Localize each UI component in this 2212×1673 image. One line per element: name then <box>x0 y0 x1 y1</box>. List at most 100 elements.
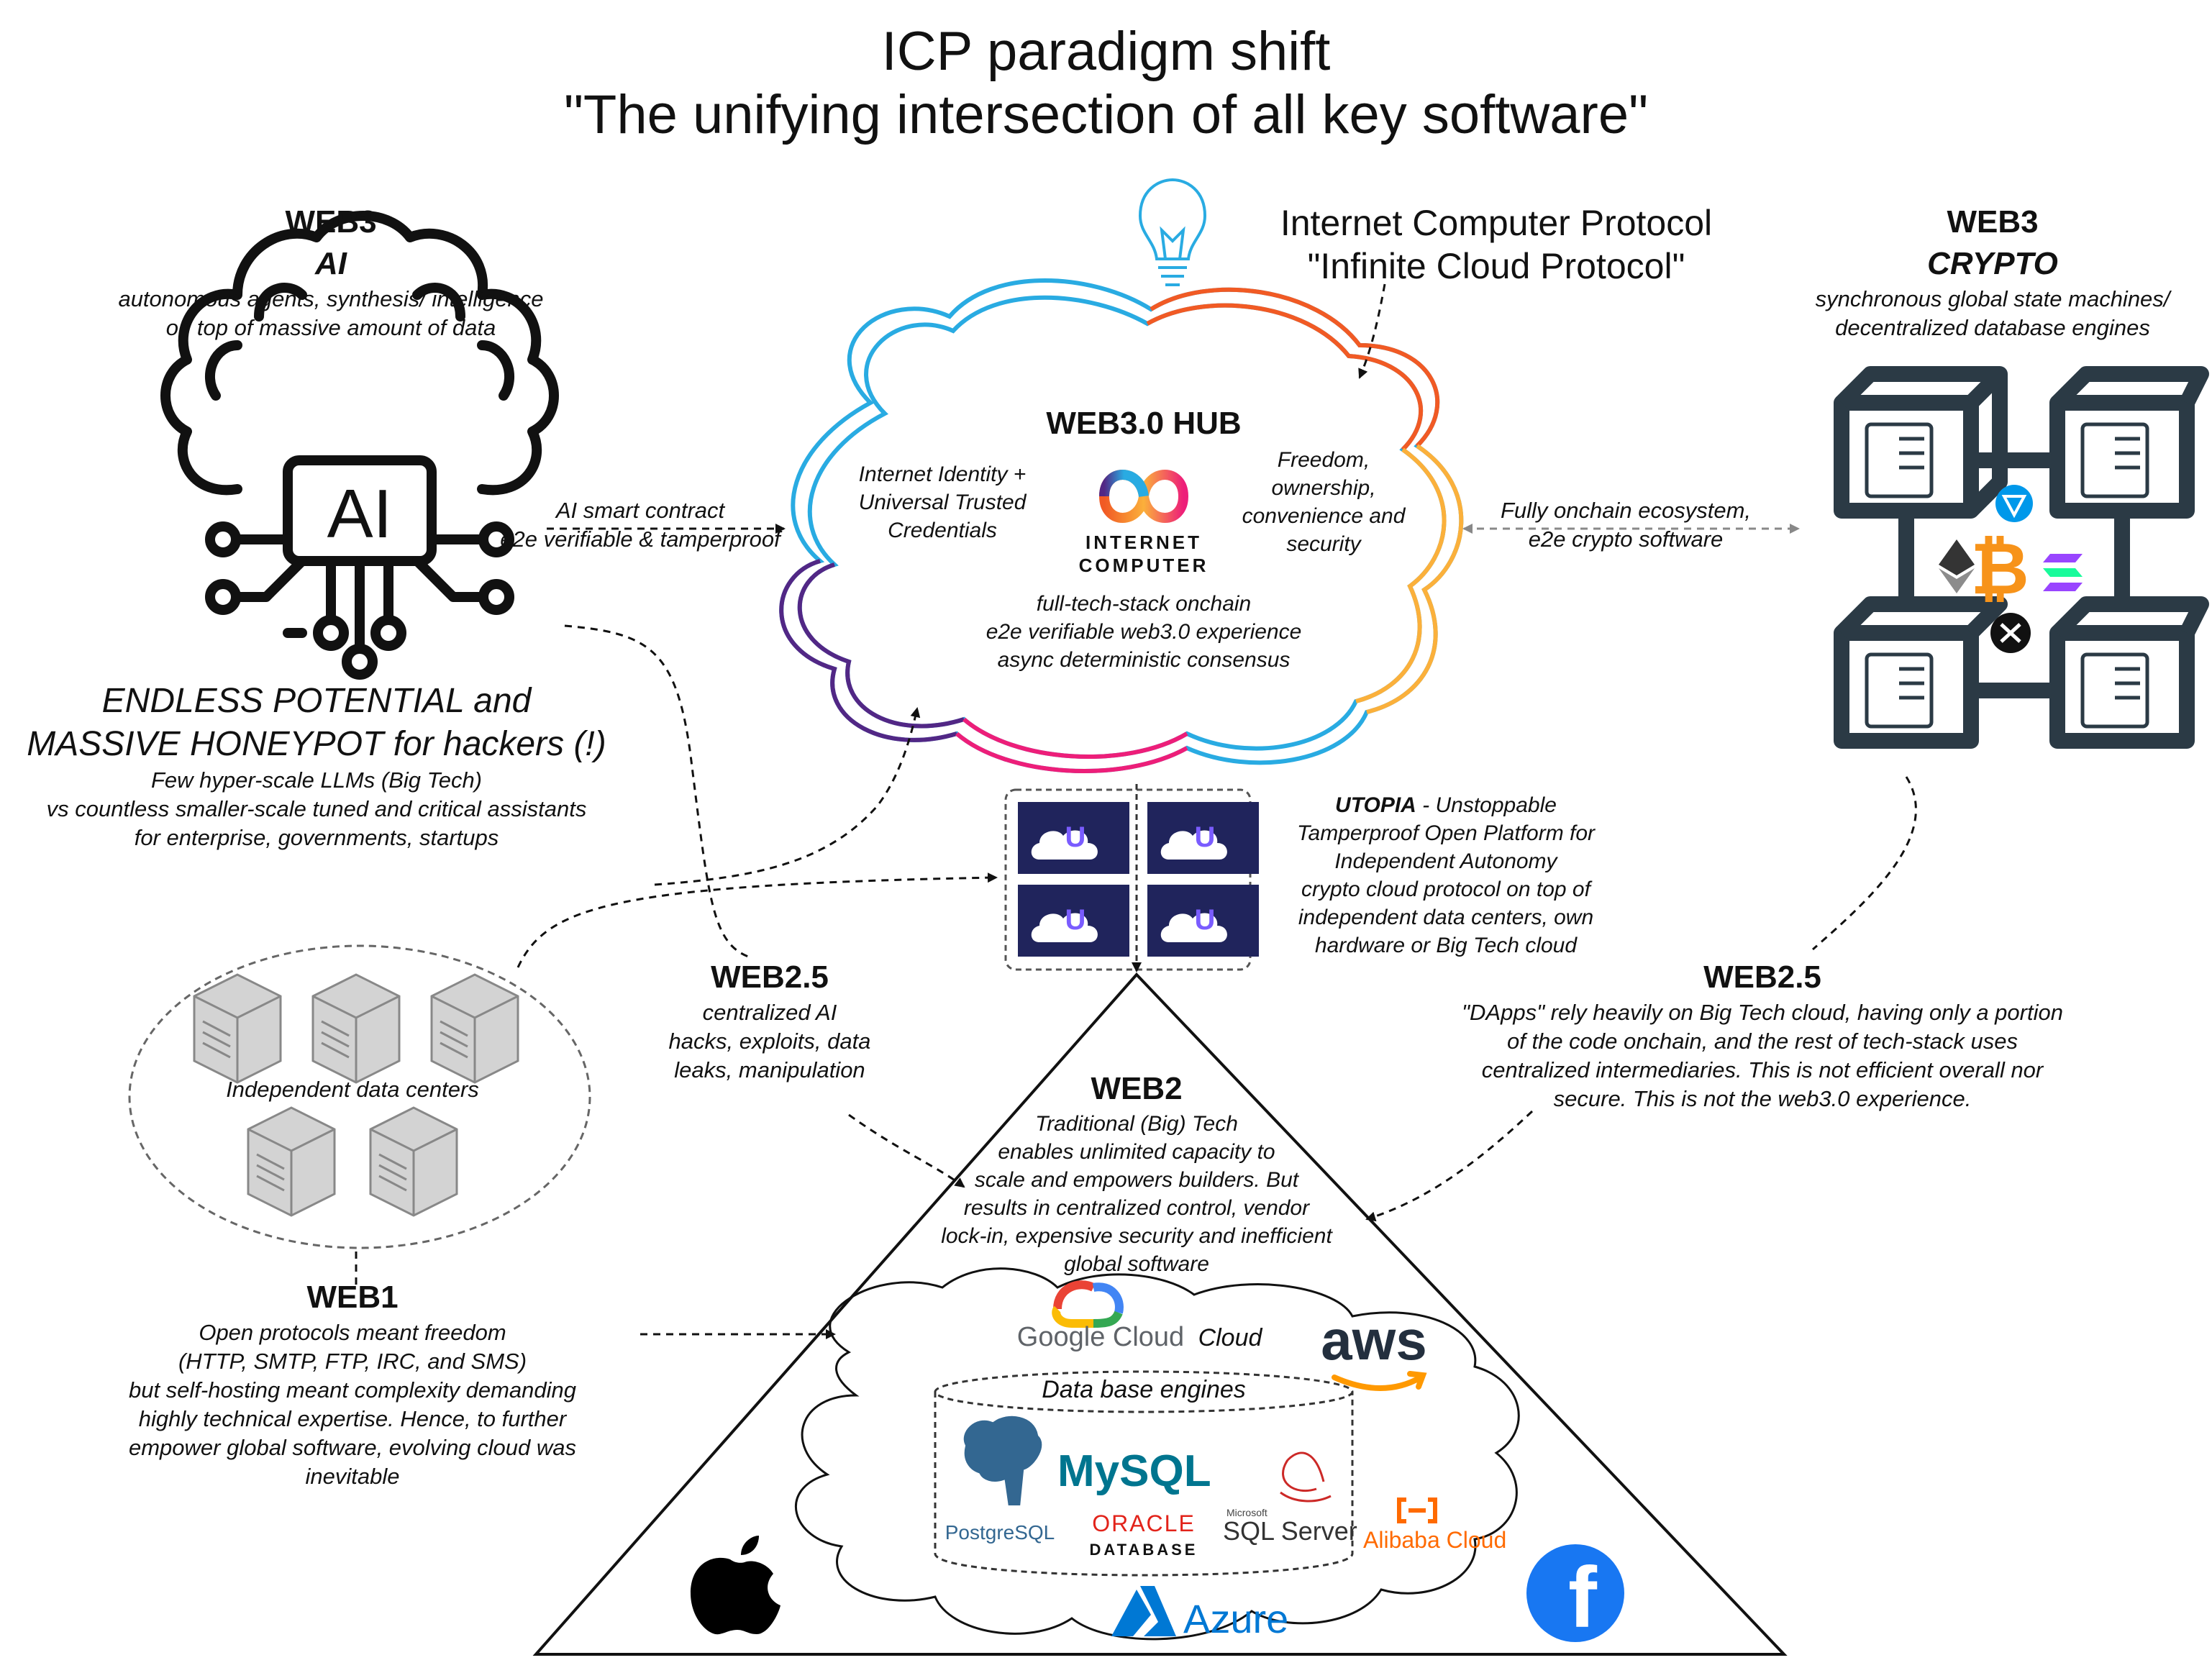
icp-protocol-line-2: "Infinite Cloud Protocol" <box>1307 246 1685 286</box>
web2-pyramid <box>532 972 1788 1656</box>
web1-heading: WEB1 <box>306 1280 399 1315</box>
web1-line-6: inevitable <box>305 1464 400 1489</box>
postgres-logo: PostgreSQL <box>945 1521 1055 1544</box>
title-line-2: "The unifying intersection of all key so… <box>563 84 1649 145</box>
web2-heading: WEB2 <box>1091 1071 1183 1106</box>
web2-line-5: lock-in, expensive security and ineffici… <box>941 1224 1332 1248</box>
web3-crypto-desc-2: decentralized database engines <box>1835 315 2150 340</box>
web2-line-3: scale and empowers builders. But <box>974 1168 1299 1192</box>
stack-line-3: async deterministic consensus <box>997 648 1291 672</box>
icp-protocol-line-1: Internet Computer Protocol <box>1280 203 1713 243</box>
freedom-line-3: convenience and <box>1242 504 1406 528</box>
sqlserver-small-label: Microsoft <box>1226 1507 1267 1518</box>
web3-ai-desc-1: autonomous agents, synthesis/ intelligen… <box>118 286 544 311</box>
ic-wordmark-line-2: COMPUTER <box>1078 555 1209 576</box>
ai-potential-block: ENDLESS POTENTIAL and MASSIVE HONEYPOT f… <box>0 680 633 852</box>
web25-left-heading: WEB2.5 <box>711 959 829 995</box>
identity-line-1: Internet Identity + <box>858 462 1027 486</box>
page-title: ICP paradigm shift "The unifying interse… <box>0 20 2212 147</box>
utopia-name: UTOPIA <box>1335 793 1416 817</box>
freedom-line-1: Freedom, <box>1277 448 1370 472</box>
blockchain-icon <box>1834 366 2209 749</box>
azure-icon <box>1111 1586 1176 1636</box>
ai-llm-line-1: Few hyper-scale LLMs (Big Tech) <box>150 767 483 793</box>
web1-line-4: highly technical expertise. Hence, to fu… <box>138 1406 567 1431</box>
utopia-tile-letter-4: U <box>1194 904 1216 936</box>
ethereum-icon <box>1939 539 1975 593</box>
sqlserver-logo: SQL Server <box>1223 1516 1357 1546</box>
ai-llm-line-3: for enterprise, governments, startups <box>134 825 499 850</box>
web25-left-line-3: leaks, manipulation <box>674 1057 865 1082</box>
db-engines-label: Data base engines <box>1042 1376 1246 1403</box>
internet-computer-wordmark: INTERNET COMPUTER <box>1072 531 1216 577</box>
web2-line-2: enables unlimited capacity to <box>998 1140 1275 1164</box>
facebook-letter: f <box>1568 1549 1598 1646</box>
hub-title: WEB3.0 HUB <box>1046 406 1242 441</box>
utopia-line-3: Independent Autonomy <box>1334 849 1557 873</box>
freedom-line-4: security <box>1286 532 1361 556</box>
utopia-tile-letter-2: U <box>1194 821 1216 853</box>
bitcoin-icon: ₿ <box>1970 529 2029 609</box>
title-line-1: ICP paradigm shift <box>881 21 1331 82</box>
document-icons <box>1865 422 2149 729</box>
web3-ai-subheading: AI <box>315 246 347 281</box>
ai-chip-label: AI <box>327 475 393 552</box>
alibaba-logo: Alibaba Cloud <box>1363 1527 1507 1553</box>
svg-text:₿: ₿ <box>1970 529 2029 609</box>
web25-right-block: WEB2.5 "DApps" rely heavily on Big Tech … <box>1381 957 2144 1113</box>
utopia-line-4: crypto cloud protocol on top of <box>1301 877 1590 901</box>
aws-logo: aws <box>1321 1308 1427 1372</box>
web25-left-line-1: centralized AI <box>702 1000 837 1025</box>
icp-protocol-label: Internet Computer Protocol "Infinite Clo… <box>1266 201 1726 288</box>
web3-ai-heading: WEB3 <box>285 204 377 240</box>
utopia-tile-letter-3: U <box>1065 904 1086 936</box>
xrp-icon <box>1990 613 2031 653</box>
web2-cloud <box>795 1267 1520 1641</box>
ai-link-line-2: e2e verifiable & tamperproof <box>500 526 780 552</box>
server-icon <box>193 973 519 1217</box>
web25-right-line-2: of the code onchain, and the rest of tec… <box>1507 1029 2018 1054</box>
oracle-logo: ORACLE <box>1092 1510 1196 1536</box>
crypto-link-line-1: Fully onchain ecosystem, <box>1500 498 1752 523</box>
hub-freedom-text: Freedom, ownership, convenience and secu… <box>1223 446 1424 558</box>
web3-crypto-desc-1: synchronous global state machines/ <box>1815 286 2170 311</box>
internet-computer-logo <box>1098 470 1189 523</box>
ai-potential-line-1: ENDLESS POTENTIAL and <box>101 682 532 720</box>
web25-left-line-2: hacks, exploits, data <box>668 1029 871 1054</box>
utopia-line-1: - Unstoppable <box>1416 793 1557 817</box>
google-cloud-icon <box>1052 1280 1124 1328</box>
stack-line-1: full-tech-stack onchain <box>1036 592 1252 616</box>
google-cloud-label: Google Cloud <box>1016 1322 1185 1352</box>
freedom-line-2: ownership, <box>1271 476 1376 500</box>
sqlserver-icon <box>1280 1451 1332 1503</box>
utopia-line-2: Tamperproof Open Platform for <box>1296 821 1596 845</box>
hub-stack-text: full-tech-stack onchain e2e verifiable w… <box>928 590 1360 674</box>
ton-icon <box>1995 485 2033 522</box>
identity-line-2: Universal Trusted <box>858 491 1027 514</box>
data-centers-cluster <box>128 944 591 1249</box>
facebook-icon: f <box>1526 1544 1624 1646</box>
utopia-line-6: hardware or Big Tech cloud <box>1314 934 1578 957</box>
utopia-description: UTOPIA - Unstoppable Tamperproof Open Pl… <box>1266 791 1626 959</box>
web3-crypto-heading: WEB3 <box>1947 204 2039 240</box>
alibaba-icon <box>1397 1498 1437 1523</box>
azure-logo: Azure <box>1183 1596 1289 1641</box>
web3-crypto-header: WEB3 CRYPTO synchronous global state mac… <box>1777 201 2208 342</box>
web3-ai-header: WEB3 AI autonomous agents, synthesis/ in… <box>43 201 619 342</box>
mysql-logo: MySQL <box>1057 1446 1211 1496</box>
apple-icon <box>691 1536 780 1635</box>
hub-identity-text: Internet Identity + Universal Trusted Cr… <box>827 460 1057 544</box>
solana-icon <box>2043 554 2083 591</box>
ai-brain-icon <box>160 211 559 680</box>
web1-block: WEB1 Open protocols meant freedom (HTTP,… <box>43 1277 662 1491</box>
crypto-link-line-2: e2e crypto software <box>1528 526 1724 552</box>
utopia-line-5: independent data centers, own <box>1298 906 1594 929</box>
web25-right-line-1: "DApps" rely heavily on Big Tech cloud, … <box>1462 1000 2063 1025</box>
database-cylinder <box>934 1370 1354 1577</box>
aws-smile <box>1332 1371 1427 1391</box>
data-centers-label: Independent data centers <box>226 1077 479 1102</box>
web1-line-2: (HTTP, SMTP, FTP, IRC, and SMS) <box>178 1349 527 1374</box>
ic-wordmark-line-1: INTERNET <box>1085 532 1202 553</box>
cloud-label: Cloud <box>1198 1324 1262 1351</box>
